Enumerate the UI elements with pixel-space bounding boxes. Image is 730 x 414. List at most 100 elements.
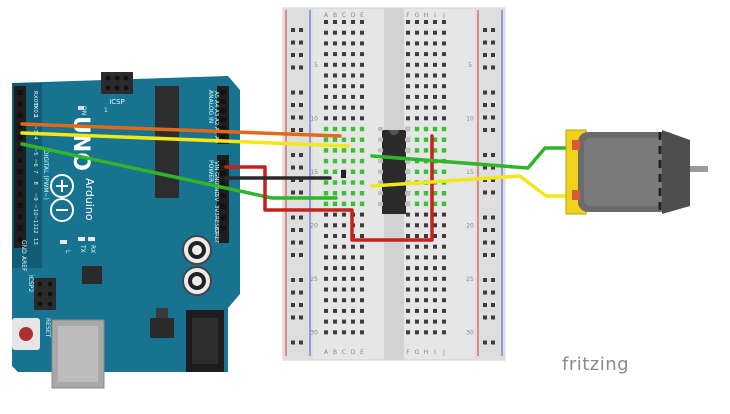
rx-label: RX xyxy=(89,245,96,253)
power-label: POWER xyxy=(207,160,214,182)
digital-pin xyxy=(17,90,23,95)
active-hole xyxy=(350,169,356,174)
active-hole xyxy=(423,137,429,142)
active-hole xyxy=(359,126,365,132)
active-hole xyxy=(432,169,438,174)
active-hole xyxy=(441,191,447,196)
analog-pin xyxy=(220,126,226,131)
icsp-pin-one: 1 xyxy=(104,107,108,114)
wire-yellow-motor xyxy=(370,174,568,198)
digital-pin-label: ~6 xyxy=(32,159,38,168)
motor-terminal-2 xyxy=(572,190,580,200)
power-pin-label: 5V xyxy=(213,194,219,201)
capacitor-2 xyxy=(182,266,212,296)
active-hole xyxy=(432,126,438,132)
column-letter: H xyxy=(424,12,429,19)
motor-shaft xyxy=(690,166,708,172)
power-pin xyxy=(220,193,226,198)
active-hole xyxy=(359,180,365,185)
column-letter: H xyxy=(424,349,429,356)
active-hole xyxy=(323,148,329,153)
active-hole xyxy=(332,201,338,207)
dc-motor xyxy=(565,129,708,215)
analog-pin xyxy=(220,99,226,104)
analog-pin xyxy=(220,108,226,113)
power-pin-label: GND xyxy=(213,183,219,196)
active-hole xyxy=(350,148,356,153)
active-hole xyxy=(414,169,420,174)
active-hole xyxy=(441,201,447,207)
column-letter: B xyxy=(333,349,337,356)
active-hole xyxy=(341,180,347,185)
active-hole xyxy=(423,126,429,132)
column-letter: F xyxy=(406,349,410,356)
digital-pin-header xyxy=(14,86,26,248)
active-hole xyxy=(341,137,347,142)
digital-pin-label: ~5 xyxy=(32,148,38,157)
column-letter: B xyxy=(333,12,337,19)
analog-pin xyxy=(220,90,226,95)
analog-pin-label: A2 xyxy=(213,118,219,125)
row-number: 5 xyxy=(468,62,472,69)
power-pin xyxy=(220,171,226,176)
active-hole xyxy=(423,191,429,196)
active-hole xyxy=(332,191,338,196)
active-hole xyxy=(341,126,347,132)
column-letter: I xyxy=(434,349,436,356)
small-component xyxy=(341,170,346,178)
aref-label: AREF xyxy=(20,256,27,272)
usb-interface-chip xyxy=(82,266,102,284)
digital-pin-label: 2 xyxy=(32,114,38,118)
active-hole xyxy=(341,148,347,153)
power-pin-label: GND xyxy=(213,172,219,185)
atmega-chip xyxy=(155,86,179,198)
column-letter: F xyxy=(406,12,410,19)
column-letter: D xyxy=(351,12,356,19)
reset-button-cap[interactable] xyxy=(19,327,33,341)
active-hole xyxy=(441,148,447,153)
column-letter: C xyxy=(342,349,346,356)
active-hole xyxy=(323,126,329,132)
active-hole xyxy=(323,201,329,207)
analog-in-label: ANALOG IN xyxy=(207,90,214,123)
active-hole xyxy=(350,201,356,207)
column-letter: I xyxy=(434,12,436,19)
row-number: 25 xyxy=(310,276,318,283)
digital-pin xyxy=(17,191,23,197)
active-hole xyxy=(432,148,438,153)
active-hole xyxy=(423,148,429,153)
gnd-label: GND xyxy=(20,240,27,254)
digital-pin-label: 7 xyxy=(32,170,38,174)
digital-pin xyxy=(17,101,23,107)
digital-pin-label: ~3 xyxy=(32,125,38,134)
reset-label: RESET xyxy=(44,318,51,338)
digital-pin-label: 4 xyxy=(32,136,38,140)
column-letter: A xyxy=(324,349,329,356)
active-hole xyxy=(423,201,429,207)
digital-pin xyxy=(17,123,23,129)
digital-pin-label: 13 xyxy=(32,238,38,245)
active-hole xyxy=(323,169,329,174)
active-hole xyxy=(432,137,438,142)
tx-label: TX xyxy=(79,244,86,253)
digital-pin-label: 12 xyxy=(32,227,38,234)
digital-pin xyxy=(17,203,23,208)
active-hole xyxy=(323,137,329,142)
digital-pin xyxy=(17,236,23,242)
column-letter: J xyxy=(442,12,445,19)
row-number: 20 xyxy=(310,222,318,229)
active-hole xyxy=(323,158,329,164)
motor-terminal-1 xyxy=(572,140,580,150)
column-letter: J xyxy=(442,349,445,356)
digital-pwm-label: DIGITAL (PWM~) xyxy=(42,150,49,200)
active-hole xyxy=(350,126,356,132)
digital-pin-label: RX0 0 xyxy=(32,91,38,108)
motor-driver-ic xyxy=(378,127,410,214)
analog-pin-label: A3 xyxy=(213,109,219,117)
active-hole xyxy=(414,148,420,153)
